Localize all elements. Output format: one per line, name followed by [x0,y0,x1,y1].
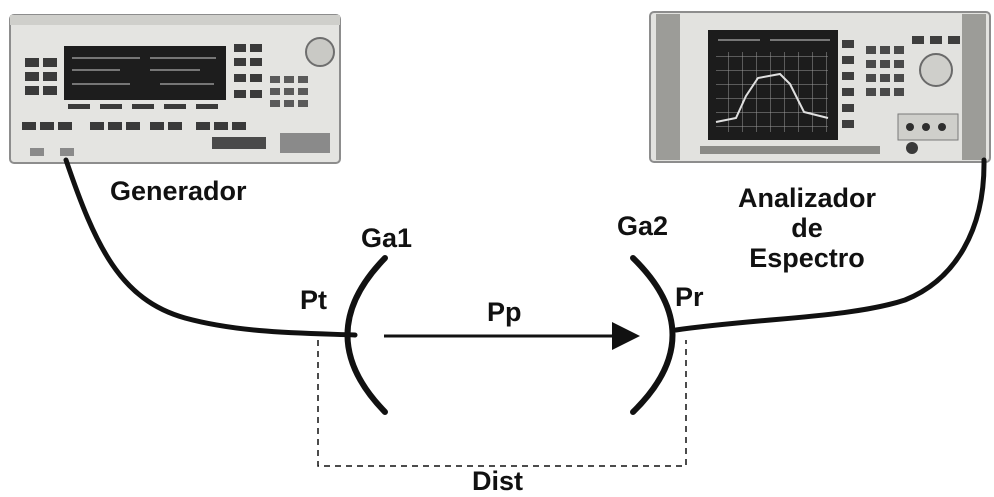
analyzer-label-line1: Analizador [737,183,877,213]
analyzer-trace [715,72,829,123]
generator-cable [63,157,358,338]
antenna2-gain-label: Ga2 [617,211,669,241]
receive-power-label: Pr [675,282,704,312]
analyzer-label-line2: de [791,213,823,243]
analyzer-label-line3: Espectro [749,243,865,273]
analyzer-label: Analizador de Espectro [722,183,892,273]
propagation-power-label: Pp [487,297,522,327]
receive-antenna [630,255,676,415]
generator-display [64,46,226,100]
generator-label: Generador [110,176,247,206]
signal-generator-instrument [9,14,341,164]
antenna1-gain-label: Ga1 [361,223,413,253]
distance-label: Dist [472,466,524,496]
analyzer-cable [673,157,987,333]
generator-left-buttons [25,58,57,95]
transmit-power-label: Pt [300,285,327,315]
transmit-antenna [344,255,388,415]
generator-knob [305,37,335,67]
analyzer-knob [919,53,953,87]
spectrum-analyzer-instrument [649,11,991,163]
distance-bracket [317,340,687,467]
propagation-arrow-head [612,322,640,350]
